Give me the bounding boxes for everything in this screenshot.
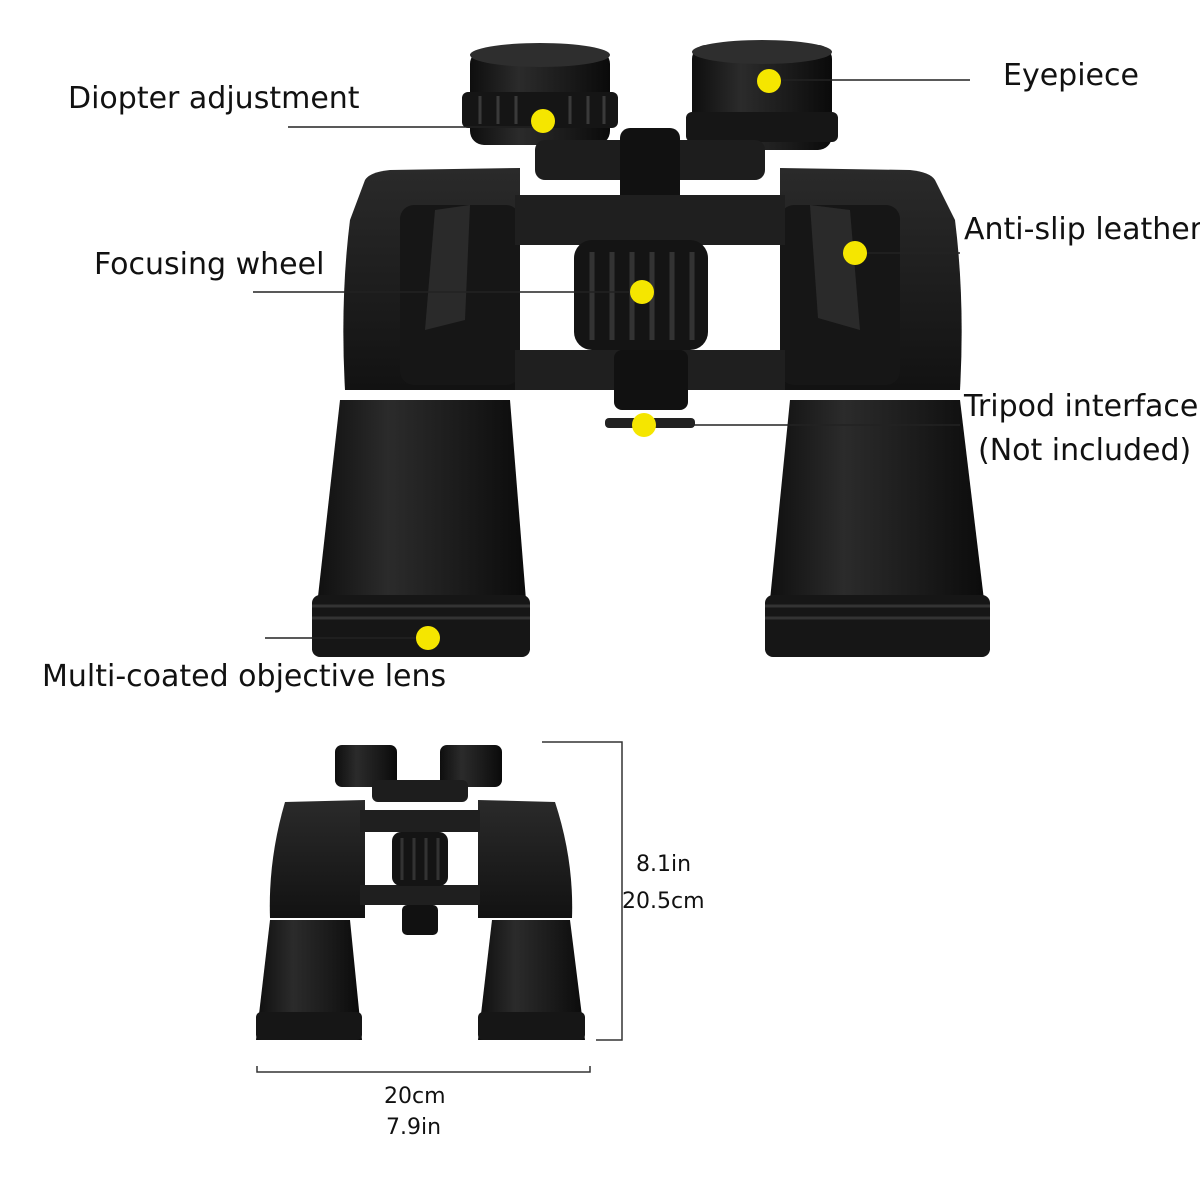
right-eyepiece (686, 40, 838, 150)
left-objective-barrel (312, 400, 530, 657)
large-binoculars (312, 40, 990, 657)
prism-housing (343, 168, 962, 390)
left-eyepiece (462, 43, 618, 145)
callout-markers (416, 69, 867, 650)
width-inches: 7.9in (386, 1115, 442, 1140)
label-tripod-not-included: (Not included) (978, 433, 1192, 468)
label-focusing-wheel: Focusing wheel (94, 247, 325, 282)
height-centimeters: 20.5cm (622, 889, 705, 914)
leader-lines (253, 79, 970, 639)
tripod-post (614, 350, 688, 410)
dimension-lines (256, 741, 623, 1073)
label-diopter-adjustment: Diopter adjustment (68, 81, 360, 116)
marker-diopter (531, 109, 555, 133)
bridge-upper (515, 195, 785, 245)
label-anti-slip-leather: Anti-slip leather (964, 212, 1200, 247)
label-objective-lens: Multi-coated objective lens (42, 659, 447, 694)
right-objective-barrel (765, 400, 990, 657)
right-grip-texture (810, 205, 860, 330)
marker-tripod (632, 413, 656, 437)
height-inches: 8.1in (636, 852, 692, 877)
marker-focusing (630, 280, 654, 304)
left-grip-texture (425, 205, 470, 330)
label-tripod-interface: Tripod interface (964, 389, 1199, 424)
marker-antislip (843, 241, 867, 265)
label-eyepiece: Eyepiece (1003, 58, 1139, 93)
small-binoculars (256, 745, 585, 1040)
width-centimeters: 20cm (384, 1084, 446, 1109)
marker-eyepiece (757, 69, 781, 93)
height-bracket (542, 741, 623, 1041)
marker-objective (416, 626, 440, 650)
width-bracket (256, 1066, 591, 1073)
